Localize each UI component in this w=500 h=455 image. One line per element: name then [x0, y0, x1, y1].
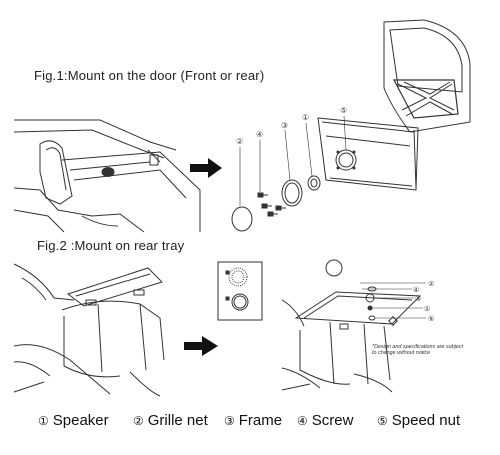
fig2-callout-3: ③	[415, 295, 421, 303]
fig2-grille-inset	[217, 261, 263, 321]
fig2-car-interior	[13, 263, 165, 397]
design-note-line1: *Design and specifications are subject	[372, 344, 464, 350]
design-note: *Design and specifications are subject t…	[372, 344, 463, 356]
fig2-speaker-hint	[325, 259, 343, 277]
fig2-callout-4: ④	[413, 286, 419, 294]
fig1-callout-5: ⑤	[340, 106, 347, 115]
fig1-car-interior	[13, 119, 201, 233]
fig1-callout-4: ④	[256, 130, 263, 139]
fig2-title: Fig.2 :Mount on rear tray	[37, 238, 185, 253]
fig1-title: Fig.1:Mount on the door (Front or rear)	[34, 68, 265, 83]
design-note-line2: to change without notice	[372, 350, 431, 356]
fig1-callout-3: ③	[281, 121, 288, 130]
fig1-arrow	[190, 158, 222, 178]
legend-num-5: ⑤	[377, 414, 388, 428]
fig2-exploded-car	[281, 282, 426, 393]
fig2-callout-5: ⑤	[428, 315, 434, 323]
legend-num-1: ①	[38, 414, 49, 428]
legend-label-grille-net: Grille net	[147, 412, 208, 429]
legend-label-speed-nut: Speed nut	[391, 412, 461, 429]
legend-num-3: ③	[224, 414, 235, 428]
legend-num-4: ④	[297, 414, 308, 428]
legend-label-frame: Frame	[238, 412, 283, 429]
legend-label-screw: Screw	[311, 412, 354, 429]
fig2-callout-2: ②	[428, 280, 434, 288]
door-illustration	[383, 19, 471, 133]
fig2-callout-1: ①	[424, 305, 430, 313]
screw-icons	[257, 192, 286, 217]
fig2-arrow	[184, 336, 218, 356]
fig1-exploded-parts	[231, 115, 419, 232]
legend-num-2: ②	[133, 414, 144, 428]
fig1-callout-2: ②	[236, 137, 243, 146]
fig1-callout-1: ①	[302, 113, 309, 122]
legend-label-speaker: Speaker	[52, 412, 109, 429]
